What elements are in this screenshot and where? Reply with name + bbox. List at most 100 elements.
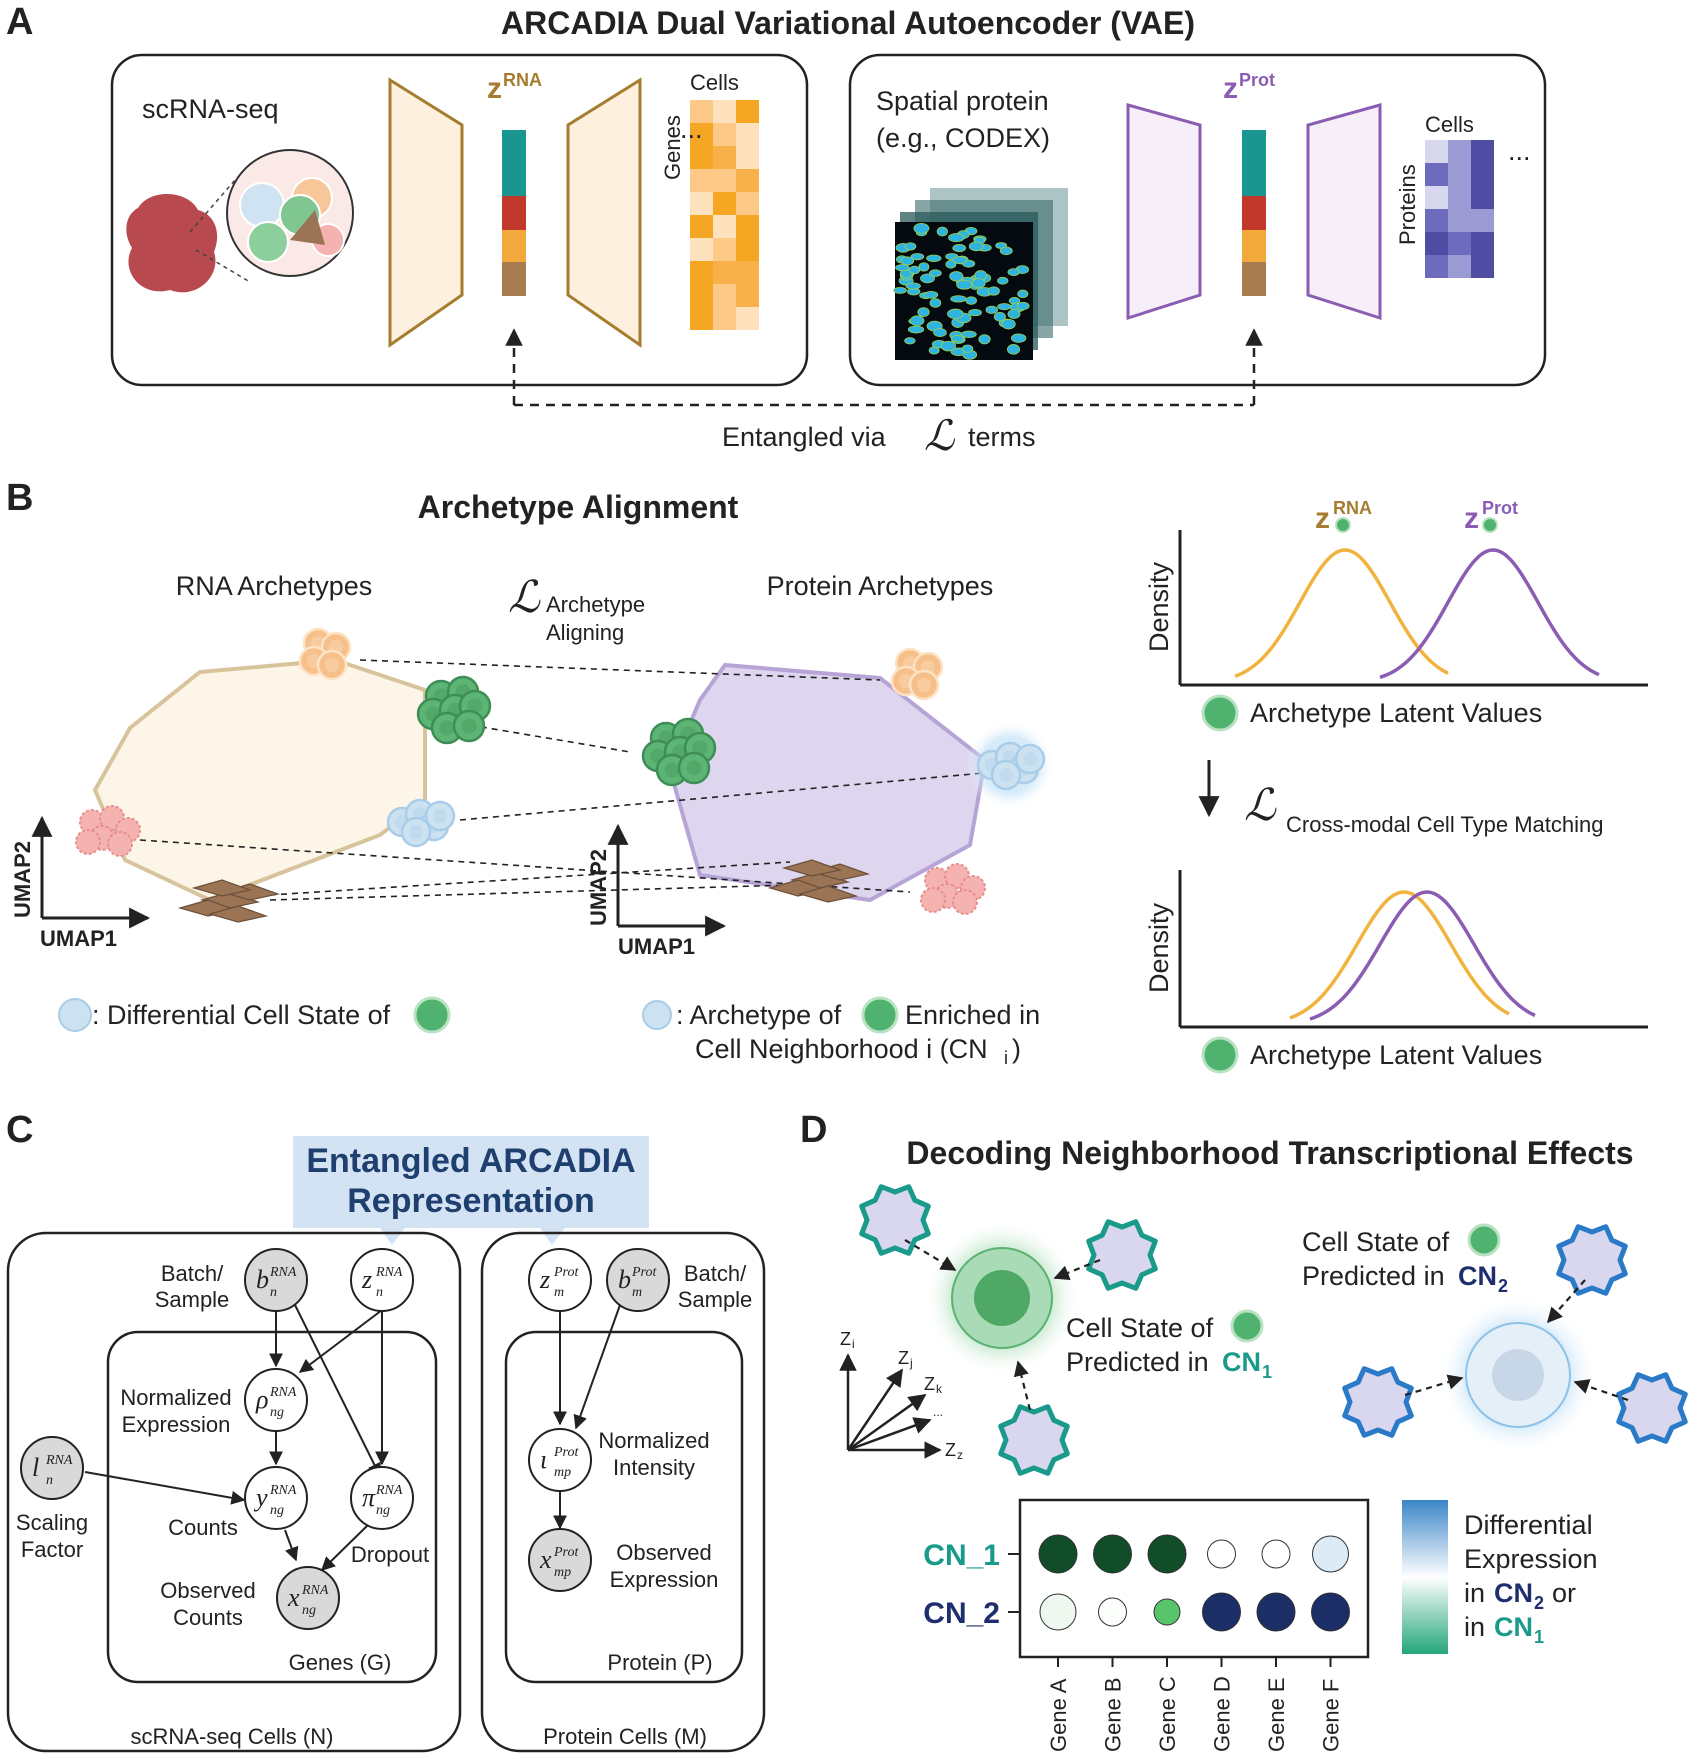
- svg-text:RNA: RNA: [269, 1385, 297, 1400]
- rna-matrix-cell: [736, 123, 759, 146]
- legend-left-text: : Differential Cell State of: [92, 1000, 391, 1030]
- rna-matrix-cell: [736, 146, 759, 169]
- svg-text:Prot: Prot: [553, 1445, 579, 1460]
- cn1-nucleus: [974, 1270, 1030, 1326]
- panel-letter-a: A: [6, 1, 33, 43]
- legend-archetype-enriched: : Archetype of Enriched in Cell Neighbor…: [640, 996, 1040, 1068]
- density-plot-before: Density z RNA z Prot Archetype Latent Va…: [1144, 498, 1648, 732]
- batch-left-1: Batch/: [161, 1261, 224, 1286]
- cross-modal-loss-sub: Cross-modal Cell Type Matching: [1286, 812, 1604, 837]
- protein-matrix-cell: [1471, 209, 1494, 232]
- obs-expr-1: Observed: [616, 1540, 711, 1565]
- rna-matrix-cell: [736, 100, 759, 123]
- legend-line-3-or: or: [1552, 1578, 1576, 1608]
- norm-expr-1: Normalized: [120, 1385, 231, 1410]
- rna-vae-box: [110, 53, 809, 387]
- protein-decoder: [1306, 103, 1382, 321]
- codex-nucleus: [908, 265, 921, 275]
- axis-zz-sub: z: [957, 1448, 963, 1462]
- legend-line-4-cn: CN: [1494, 1612, 1533, 1642]
- svg-text:n: n: [270, 1285, 277, 1300]
- protein-archetypes-label: Protein Archetypes: [767, 571, 994, 601]
- protein-matrix-cell: [1448, 186, 1471, 209]
- callout-line-1: Entangled ARCADIA: [306, 1142, 635, 1180]
- codex-nucleus: [999, 246, 1013, 256]
- rna-matrix-cell: [713, 284, 736, 307]
- cn1-sub: 1: [1262, 1362, 1272, 1382]
- cn2-nucleus: [1492, 1349, 1544, 1401]
- svg-text:z: z: [361, 1265, 372, 1294]
- entangled-prefix: Entangled via: [722, 422, 887, 452]
- svg-text:RNA: RNA: [375, 1483, 403, 1498]
- rna-matrix-cell: [690, 123, 713, 146]
- codex-nucleus: [929, 298, 942, 308]
- protein-matrix-cell: [1425, 232, 1448, 255]
- dot-cn1-gene-c: [1147, 1534, 1187, 1574]
- protein-matrix-ellipsis: ...: [1508, 136, 1531, 166]
- codex-nucleus: [1007, 309, 1021, 319]
- dot-cn1-gene-e: [1261, 1539, 1291, 1569]
- axis-zj-sub: j: [909, 1356, 913, 1370]
- rna-matrix-cell: [736, 169, 759, 192]
- legend-line-3: in: [1464, 1578, 1485, 1608]
- cn1-neighbor-cell: [859, 1184, 931, 1256]
- colorbar: [1402, 1500, 1448, 1654]
- rna-matrix-cells-label: Cells: [690, 70, 739, 95]
- axis-zj: Z: [898, 1348, 909, 1368]
- codex-nucleus: [971, 278, 986, 289]
- rna-orange-archetype: [298, 627, 352, 681]
- codex-nucleus: [905, 282, 921, 290]
- rna-latent-bar: [502, 130, 526, 296]
- cn2-text-2: Predicted in: [1302, 1261, 1445, 1291]
- norm-int-2: Intensity: [613, 1455, 695, 1480]
- protein-plate: [504, 1330, 744, 1684]
- svg-text:m: m: [554, 1285, 564, 1300]
- prot-blue-archetype: [965, 720, 1055, 810]
- legend-right-text-1: : Archetype of: [676, 1000, 842, 1030]
- rna-matrix-cell: [736, 215, 759, 238]
- dot-cn1-gene-b: [1093, 1534, 1132, 1574]
- panel-b-title: Archetype Alignment: [418, 489, 739, 525]
- protein-matrix-cell: [1448, 255, 1471, 278]
- panel-d: D Decoding Neighborhood Transcriptional …: [800, 1109, 1688, 1752]
- codex-nucleus: [920, 273, 935, 284]
- rna-cells-plate: [6, 1231, 462, 1753]
- rna-archetype-polygon: [92, 657, 427, 903]
- panel-c: C Entangled ARCADIA Representation scRNA…: [6, 1109, 766, 1753]
- legend-line-4-sub: 1: [1534, 1627, 1544, 1647]
- rna-matrix-cell: [690, 261, 713, 284]
- z-rna-sup: RNA: [503, 70, 542, 90]
- codex-nucleus: [895, 264, 910, 272]
- svg-text:mp: mp: [554, 1465, 571, 1480]
- z-prot-sup: Prot: [1239, 70, 1275, 90]
- svg-text:RNA: RNA: [45, 1453, 73, 1468]
- codex-nucleus: [909, 315, 925, 326]
- dot-cn2-gene-f: [1311, 1592, 1350, 1632]
- dot-cn2-gene-c: [1153, 1598, 1181, 1626]
- svg-text:z: z: [1315, 502, 1330, 535]
- codex-nucleus: [910, 253, 925, 261]
- protein-matrix-cell: [1425, 255, 1448, 278]
- prot-density-curve-before: [1379, 548, 1600, 679]
- rna-archetypes-label: RNA Archetypes: [176, 571, 373, 601]
- protein-matrix-cell: [1471, 232, 1494, 255]
- row-label-cn1: CN_1: [923, 1539, 1000, 1572]
- rna-matrix-cell: [713, 307, 736, 330]
- density-plot-after: Density Archetype Latent Values: [1144, 870, 1648, 1074]
- codex-nucleus: [913, 222, 930, 234]
- legend-differential-state: : Differential Cell State of: [58, 996, 451, 1034]
- rna-decoder: [566, 77, 642, 348]
- tissue-icon: [126, 193, 218, 293]
- dot-cn2-gene-d: [1202, 1592, 1241, 1632]
- dropout-label: Dropout: [351, 1542, 429, 1567]
- svg-text:l: l: [32, 1453, 39, 1482]
- codex-nucleus: [948, 233, 965, 243]
- codex-nucleus: [1007, 268, 1020, 276]
- protein-matrix-cell: [1448, 163, 1471, 186]
- rna-matrix-cell: [690, 146, 713, 169]
- gene-tick-label: Gene F: [1319, 1679, 1344, 1752]
- legend-line-3-sub: 2: [1534, 1593, 1544, 1613]
- cn2-neighbor-cell: [1342, 1366, 1414, 1438]
- rna-matrix-cell: [736, 261, 759, 284]
